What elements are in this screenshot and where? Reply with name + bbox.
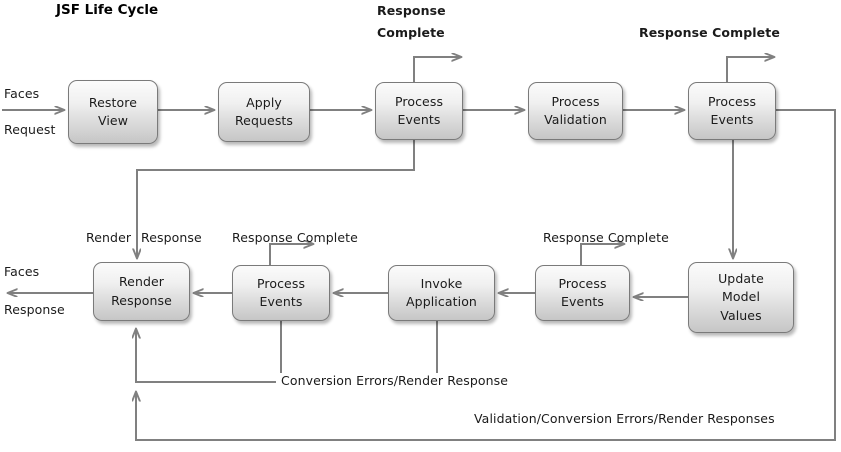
- node-process-events-2[interactable]: Process Events: [688, 82, 776, 140]
- node-line: Application: [406, 294, 477, 309]
- page-title: JSF Life Cycle: [56, 2, 159, 18]
- arrow-conversion-errors: [136, 321, 282, 383]
- arrow-validation-errors: [136, 109, 836, 441]
- label-response-complete-1-line2: Complete: [377, 25, 445, 40]
- arrow-response-complete-1: [413, 57, 461, 82]
- node-invoke-application[interactable]: Invoke Application: [388, 265, 495, 321]
- node-process-events-1[interactable]: Process Events: [375, 82, 463, 140]
- label-response-complete-4: Response Complete: [543, 230, 669, 245]
- node-apply-requests[interactable]: Apply Requests: [218, 82, 310, 142]
- node-line: Values: [720, 307, 762, 323]
- node-line: Model: [721, 289, 761, 305]
- arrow-pe1-render-response: [137, 140, 415, 258]
- node-line: Update: [718, 271, 764, 287]
- node-line: Process: [256, 275, 306, 291]
- node-line: Process: [551, 93, 600, 109]
- label-validation-errors: Validation/Conversion Errors/Render Resp…: [470, 411, 779, 426]
- label-response-complete-3: Response Complete: [232, 230, 358, 245]
- node-line: Render: [118, 274, 165, 290]
- node-line: Process: [558, 275, 607, 291]
- node-line: Events: [397, 112, 441, 127]
- node-line: Apply: [246, 94, 282, 110]
- node-line: Events: [259, 294, 303, 309]
- node-process-validation[interactable]: Process Validation: [528, 82, 623, 140]
- node-line: Response: [111, 292, 172, 308]
- node-process-events-4[interactable]: Process Events: [232, 265, 330, 321]
- label-faces-out: Faces: [4, 264, 40, 279]
- label-response-complete-1-line1: Response: [377, 3, 446, 18]
- label-response: Response: [141, 230, 202, 245]
- node-line: Events: [561, 294, 604, 309]
- arrow-response-complete-3: [269, 244, 313, 265]
- node-line: Validation: [544, 112, 607, 127]
- arrow-response-complete-2: [726, 57, 774, 82]
- node-process-events-3[interactable]: Process Events: [535, 265, 630, 321]
- node-line: Requests: [234, 113, 294, 128]
- label-response-out: Response: [4, 302, 65, 317]
- node-restore-view[interactable]: Restore View: [68, 80, 158, 144]
- node-line: Process: [394, 93, 444, 109]
- node-render-response[interactable]: Render Response: [93, 262, 190, 321]
- node-line: Process: [707, 93, 757, 109]
- node-line: View: [97, 113, 129, 128]
- arrow-response-complete-4: [580, 244, 624, 265]
- node-update-model-values[interactable]: Update Model Values: [688, 262, 794, 333]
- label-response-complete-2: Response Complete: [639, 25, 780, 40]
- node-line: Restore: [88, 94, 138, 110]
- label-render: Render: [86, 230, 132, 245]
- label-conversion-errors: Conversion Errors/Render Response: [276, 373, 514, 388]
- label-request-in: Request: [4, 122, 56, 137]
- label-faces-in: Faces: [4, 86, 40, 101]
- node-line: Events: [710, 112, 754, 127]
- node-line: Invoke: [420, 275, 463, 291]
